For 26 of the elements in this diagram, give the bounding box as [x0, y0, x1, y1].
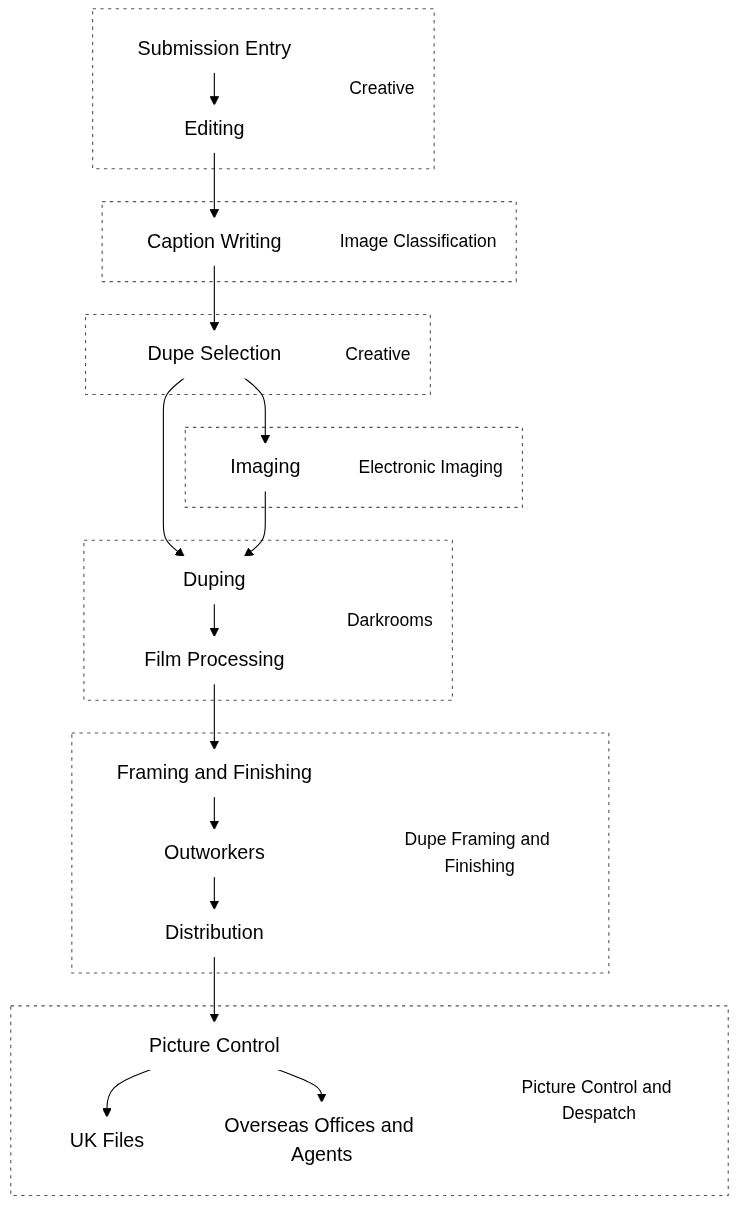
arrow [209, 796, 220, 830]
node-text: Distribution [164, 921, 264, 944]
node-text: Overseas Offices and Agents [224, 1114, 414, 1166]
node-text: Editing [184, 117, 245, 140]
arrow [162, 377, 185, 558]
node-text: Caption Writing [147, 230, 282, 253]
node-text: Duping [183, 568, 246, 591]
node-text: Picture Control [149, 1034, 280, 1057]
node-text: Dupe Selection [147, 342, 282, 365]
node-text: Film Processing [144, 648, 285, 671]
arrow [209, 876, 220, 910]
arrow [243, 377, 271, 445]
arrow [209, 603, 220, 638]
arrow [277, 1068, 327, 1103]
node-text: UK Files [69, 1129, 145, 1152]
arrow [243, 490, 266, 558]
arrow [102, 1068, 152, 1118]
node-text: Submission Entry [137, 37, 292, 60]
node-text: Framing and Finishing [116, 761, 312, 784]
arrow [209, 151, 220, 219]
node-text: Outworkers [163, 841, 265, 864]
arrow [209, 956, 220, 1023]
arrow [209, 683, 220, 750]
arrow [209, 264, 220, 332]
node-text: Imaging [230, 455, 301, 478]
arrow [209, 71, 220, 106]
